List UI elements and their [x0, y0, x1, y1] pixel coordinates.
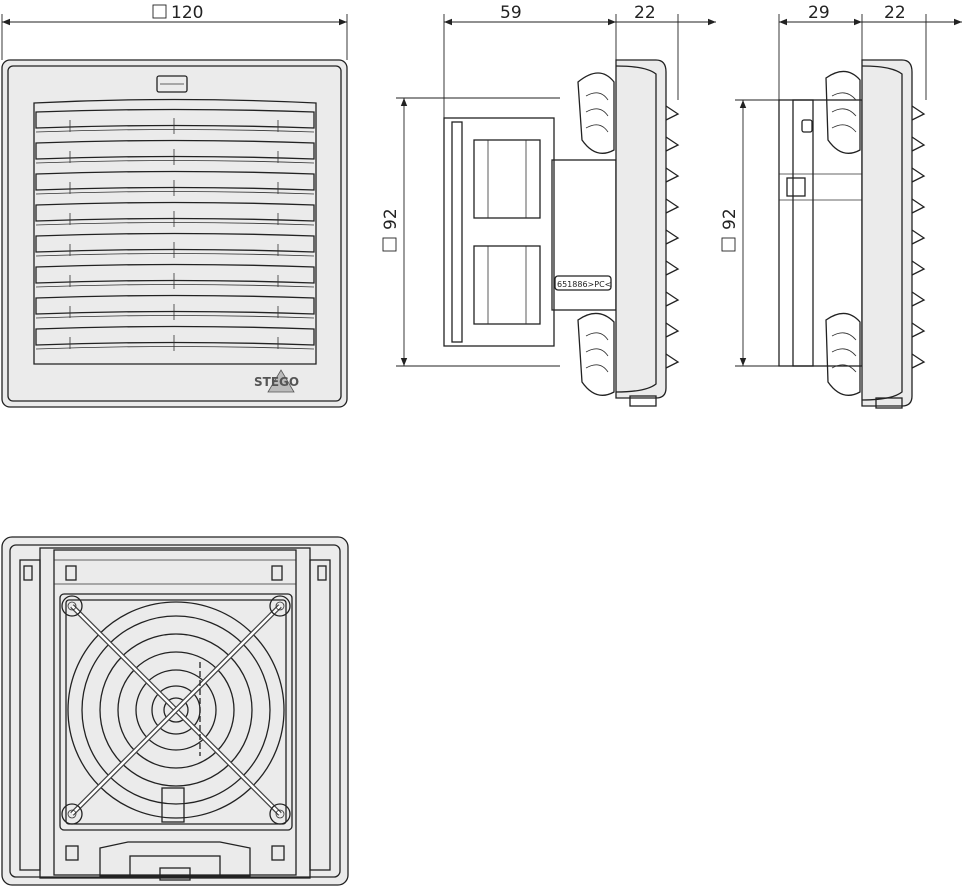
part-marking: 651886>PC< — [557, 280, 611, 289]
side-view-1: 59 22 92 651886>PC< — [381, 3, 716, 407]
bottom-tab — [99, 841, 251, 877]
cover-fin — [911, 260, 926, 276]
side2-body-depth-label: 29 — [808, 3, 830, 23]
clip-lower-side2 — [825, 312, 861, 396]
side-view-2: 29 22 92 — [720, 3, 962, 409]
fan-ring-outer — [67, 601, 285, 819]
rear-view — [1, 536, 349, 886]
cover-fin — [665, 260, 680, 276]
cover-fin — [911, 167, 926, 183]
cover-fins-side2 — [911, 105, 926, 369]
cover-fin — [665, 353, 680, 369]
stego-logo: STEGO — [254, 369, 299, 393]
clip-upper — [577, 72, 615, 154]
dimension-side2-height: 92 — [720, 99, 800, 367]
dimension-side2-depth: 29 22 — [778, 3, 962, 100]
louver-slat — [35, 232, 315, 253]
square-symbol — [152, 4, 167, 19]
fan-housing — [59, 593, 293, 831]
louver-slat — [35, 263, 315, 284]
fan-blade-upper — [473, 139, 541, 219]
louver-slat — [35, 201, 315, 222]
side1-height-label: 92 — [381, 208, 401, 230]
screw-top-left — [61, 595, 83, 617]
cover-side2 — [861, 59, 913, 407]
louvers — [35, 108, 315, 351]
cover-fins-side1 — [665, 105, 680, 369]
side1-body-depth-label: 59 — [500, 3, 522, 23]
front-view: 120 STEGO — [1, 3, 348, 408]
clip-upper-side2 — [825, 70, 861, 154]
cover-side1 — [615, 59, 667, 399]
louver-slat — [35, 294, 315, 315]
side2-cover-depth-label: 22 — [884, 3, 906, 23]
louver-slat — [35, 139, 315, 160]
cover-fin — [665, 322, 680, 338]
dimension-side1-height: 92 — [381, 97, 560, 367]
front-frame-inner — [7, 65, 342, 402]
cover-fin — [665, 136, 680, 152]
side2-height-label: 92 — [720, 208, 740, 230]
cover-fin — [665, 291, 680, 307]
finger-guard — [70, 604, 282, 816]
cover-fin — [665, 198, 680, 214]
side1-cover-depth-label: 22 — [634, 3, 656, 23]
cover-fin — [911, 136, 926, 152]
cover-fin — [911, 291, 926, 307]
brand-label: STEGO — [254, 375, 299, 389]
clip-lower — [577, 312, 615, 396]
dimension-side1-depth: 59 22 — [443, 3, 716, 120]
latch — [156, 75, 188, 93]
cover-fin — [911, 353, 926, 369]
cover-fin — [911, 198, 926, 214]
body-side2 — [778, 99, 863, 367]
louver-slat — [35, 170, 315, 191]
screw-bottom-right — [269, 803, 291, 825]
cover-fin — [665, 105, 680, 121]
screw-bottom-left — [61, 803, 83, 825]
louver-slat — [35, 108, 315, 129]
fan-blade-lower — [473, 245, 541, 325]
screw-top-right — [269, 595, 291, 617]
fan-body — [443, 117, 555, 347]
cover-fin — [665, 167, 680, 183]
cover-fin — [911, 229, 926, 245]
front-width-label: 120 — [171, 3, 203, 23]
cover-fin — [911, 105, 926, 121]
louver-slat — [35, 325, 315, 346]
dimension-front-width: 120 — [1, 3, 348, 60]
cover-fin — [665, 229, 680, 245]
part-marking-box — [554, 275, 612, 291]
cable-clip — [161, 787, 185, 823]
cover-fin — [911, 322, 926, 338]
grille-opening — [33, 98, 317, 365]
